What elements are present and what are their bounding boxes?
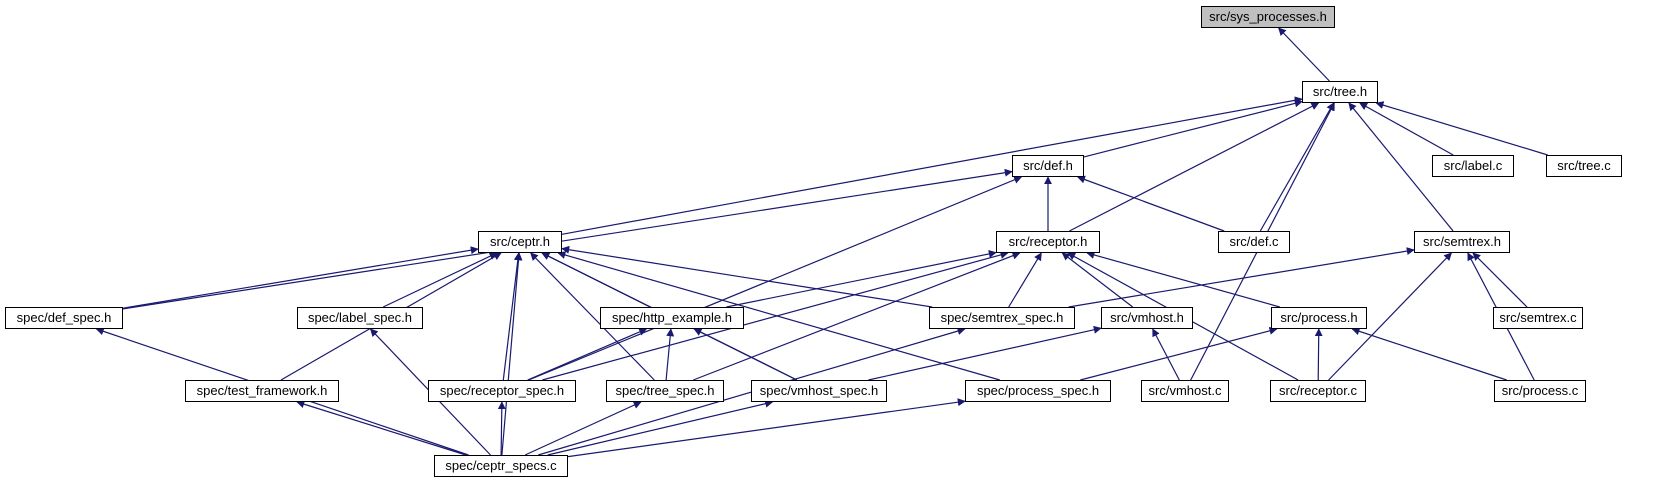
node-http-example-h[interactable]: spec/http_example.h xyxy=(600,307,744,329)
node-receptor-h[interactable]: src/receptor.h xyxy=(996,231,1100,253)
edge-ceptr_specs_c-to-test_framework_h xyxy=(296,400,467,456)
edge-ceptr_specs_c-to-receptor_spec_h xyxy=(497,401,506,456)
edge-ceptr_specs_c-to-ceptr_h xyxy=(501,252,523,456)
edge-receptor_spec_h-to-http_example_h xyxy=(527,328,648,381)
edge-tree_spec_h-to-ceptr_h xyxy=(530,252,655,381)
edge-tree_h-to-sys_processes_h xyxy=(1278,27,1330,82)
node-receptor-spec-h[interactable]: spec/receptor_spec.h xyxy=(428,380,576,402)
node-semtrex-spec-h[interactable]: spec/semtrex_spec.h xyxy=(929,307,1075,329)
edge-vmhost_spec_h-to-http_example_h xyxy=(693,328,798,381)
node-tree-h[interactable]: src/tree.h xyxy=(1302,81,1378,103)
edge-def_spec_h-to-ceptr_h xyxy=(122,246,479,309)
edge-semtrex_spec_h-to-ceptr_h xyxy=(561,245,933,308)
edge-process_spec_h-to-ceptr_h xyxy=(557,251,1000,381)
edge-receptor_c-to-semtrex_h xyxy=(1328,252,1452,381)
node-vmhost-c[interactable]: src/vmhost.c xyxy=(1141,380,1229,402)
edge-ceptr_specs_c-to-vmhost_spec_h xyxy=(547,399,774,456)
edge-def_c-to-def_h xyxy=(1077,175,1225,232)
node-receptor-c[interactable]: src/receptor.c xyxy=(1270,380,1366,402)
edge-label_spec_h-to-ceptr_h xyxy=(382,252,498,308)
node-process-h[interactable]: src/process.h xyxy=(1271,307,1367,329)
node-label-c[interactable]: src/label.c xyxy=(1432,155,1514,177)
edge-ceptr_specs_c-to-process_spec_h xyxy=(567,398,966,458)
node-ceptr-specs-c[interactable]: spec/ceptr_specs.c xyxy=(434,455,568,477)
edge-process_c-to-process_h xyxy=(1351,327,1507,381)
node-ceptr-h[interactable]: src/ceptr.h xyxy=(478,231,562,253)
edge-def_spec_h-to-def_h xyxy=(122,168,1013,310)
edge-receptor_spec_h-to-ceptr_h xyxy=(502,252,522,381)
edge-process_spec_h-to-process_h xyxy=(1080,326,1278,381)
edge-semtrex_spec_h-to-receptor_h xyxy=(1008,252,1042,308)
edge-ceptr_specs_c-to-tree_spec_h xyxy=(524,401,642,456)
node-def-c[interactable]: src/def.c xyxy=(1218,231,1290,253)
edge-receptor_c-to-process_h xyxy=(1314,328,1323,381)
edge-def_c-to-tree_h xyxy=(1259,102,1335,232)
edge-semtrex_h-to-tree_h xyxy=(1348,102,1454,232)
edge-ceptr_h-to-tree_h xyxy=(561,96,1303,235)
node-vmhost-spec-h[interactable]: spec/vmhost_spec.h xyxy=(751,380,887,402)
node-process-spec-h[interactable]: spec/process_spec.h xyxy=(965,380,1111,402)
node-label-spec-h[interactable]: spec/label_spec.h xyxy=(297,307,423,329)
node-def-spec-h[interactable]: spec/def_spec.h xyxy=(5,307,123,329)
edge-tree_spec_h-to-http_example_h xyxy=(665,328,675,381)
node-tree-spec-h[interactable]: spec/tree_spec.h xyxy=(606,380,724,402)
edge-http_example_h-to-receptor_h xyxy=(726,250,997,308)
edge-semtrex_c-to-semtrex_h xyxy=(1472,252,1528,308)
node-vmhost-h[interactable]: src/vmhost.h xyxy=(1101,307,1193,329)
edge-vmhost_spec_h-to-vmhost_h xyxy=(868,325,1102,381)
edge-tree_c-to-tree_h xyxy=(1375,101,1548,156)
edge-vmhost_h-to-receptor_h xyxy=(1061,252,1134,308)
edge-vmhost_c-to-vmhost_h xyxy=(1152,328,1180,381)
node-def-h[interactable]: src/def.h xyxy=(1012,155,1084,177)
edge-def_h-to-tree_h xyxy=(1083,99,1303,158)
edge-label_c-to-tree_h xyxy=(1359,102,1454,156)
node-semtrex-c[interactable]: src/semtrex.c xyxy=(1493,307,1583,329)
node-process-c[interactable]: src/process.c xyxy=(1494,380,1586,402)
edge-receptor_spec_h-to-receptor_h xyxy=(542,251,1009,381)
edge-receptor_h-to-tree_h xyxy=(1069,102,1320,232)
node-semtrex-h[interactable]: src/semtrex.h xyxy=(1414,231,1510,253)
edge-tree_spec_h-to-receptor_h xyxy=(693,251,1021,381)
node-tree-c[interactable]: src/tree.c xyxy=(1546,155,1622,177)
edge-semtrex_spec_h-to-semtrex_h xyxy=(1068,247,1415,308)
node-sys-processes-h: src/sys_processes.h xyxy=(1201,6,1335,28)
edge-receptor_spec_h-to-def_h xyxy=(528,176,1023,381)
edge-process_h-to-receptor_h xyxy=(1086,251,1280,308)
node-test-framework-h[interactable]: spec/test_framework.h xyxy=(185,380,339,402)
